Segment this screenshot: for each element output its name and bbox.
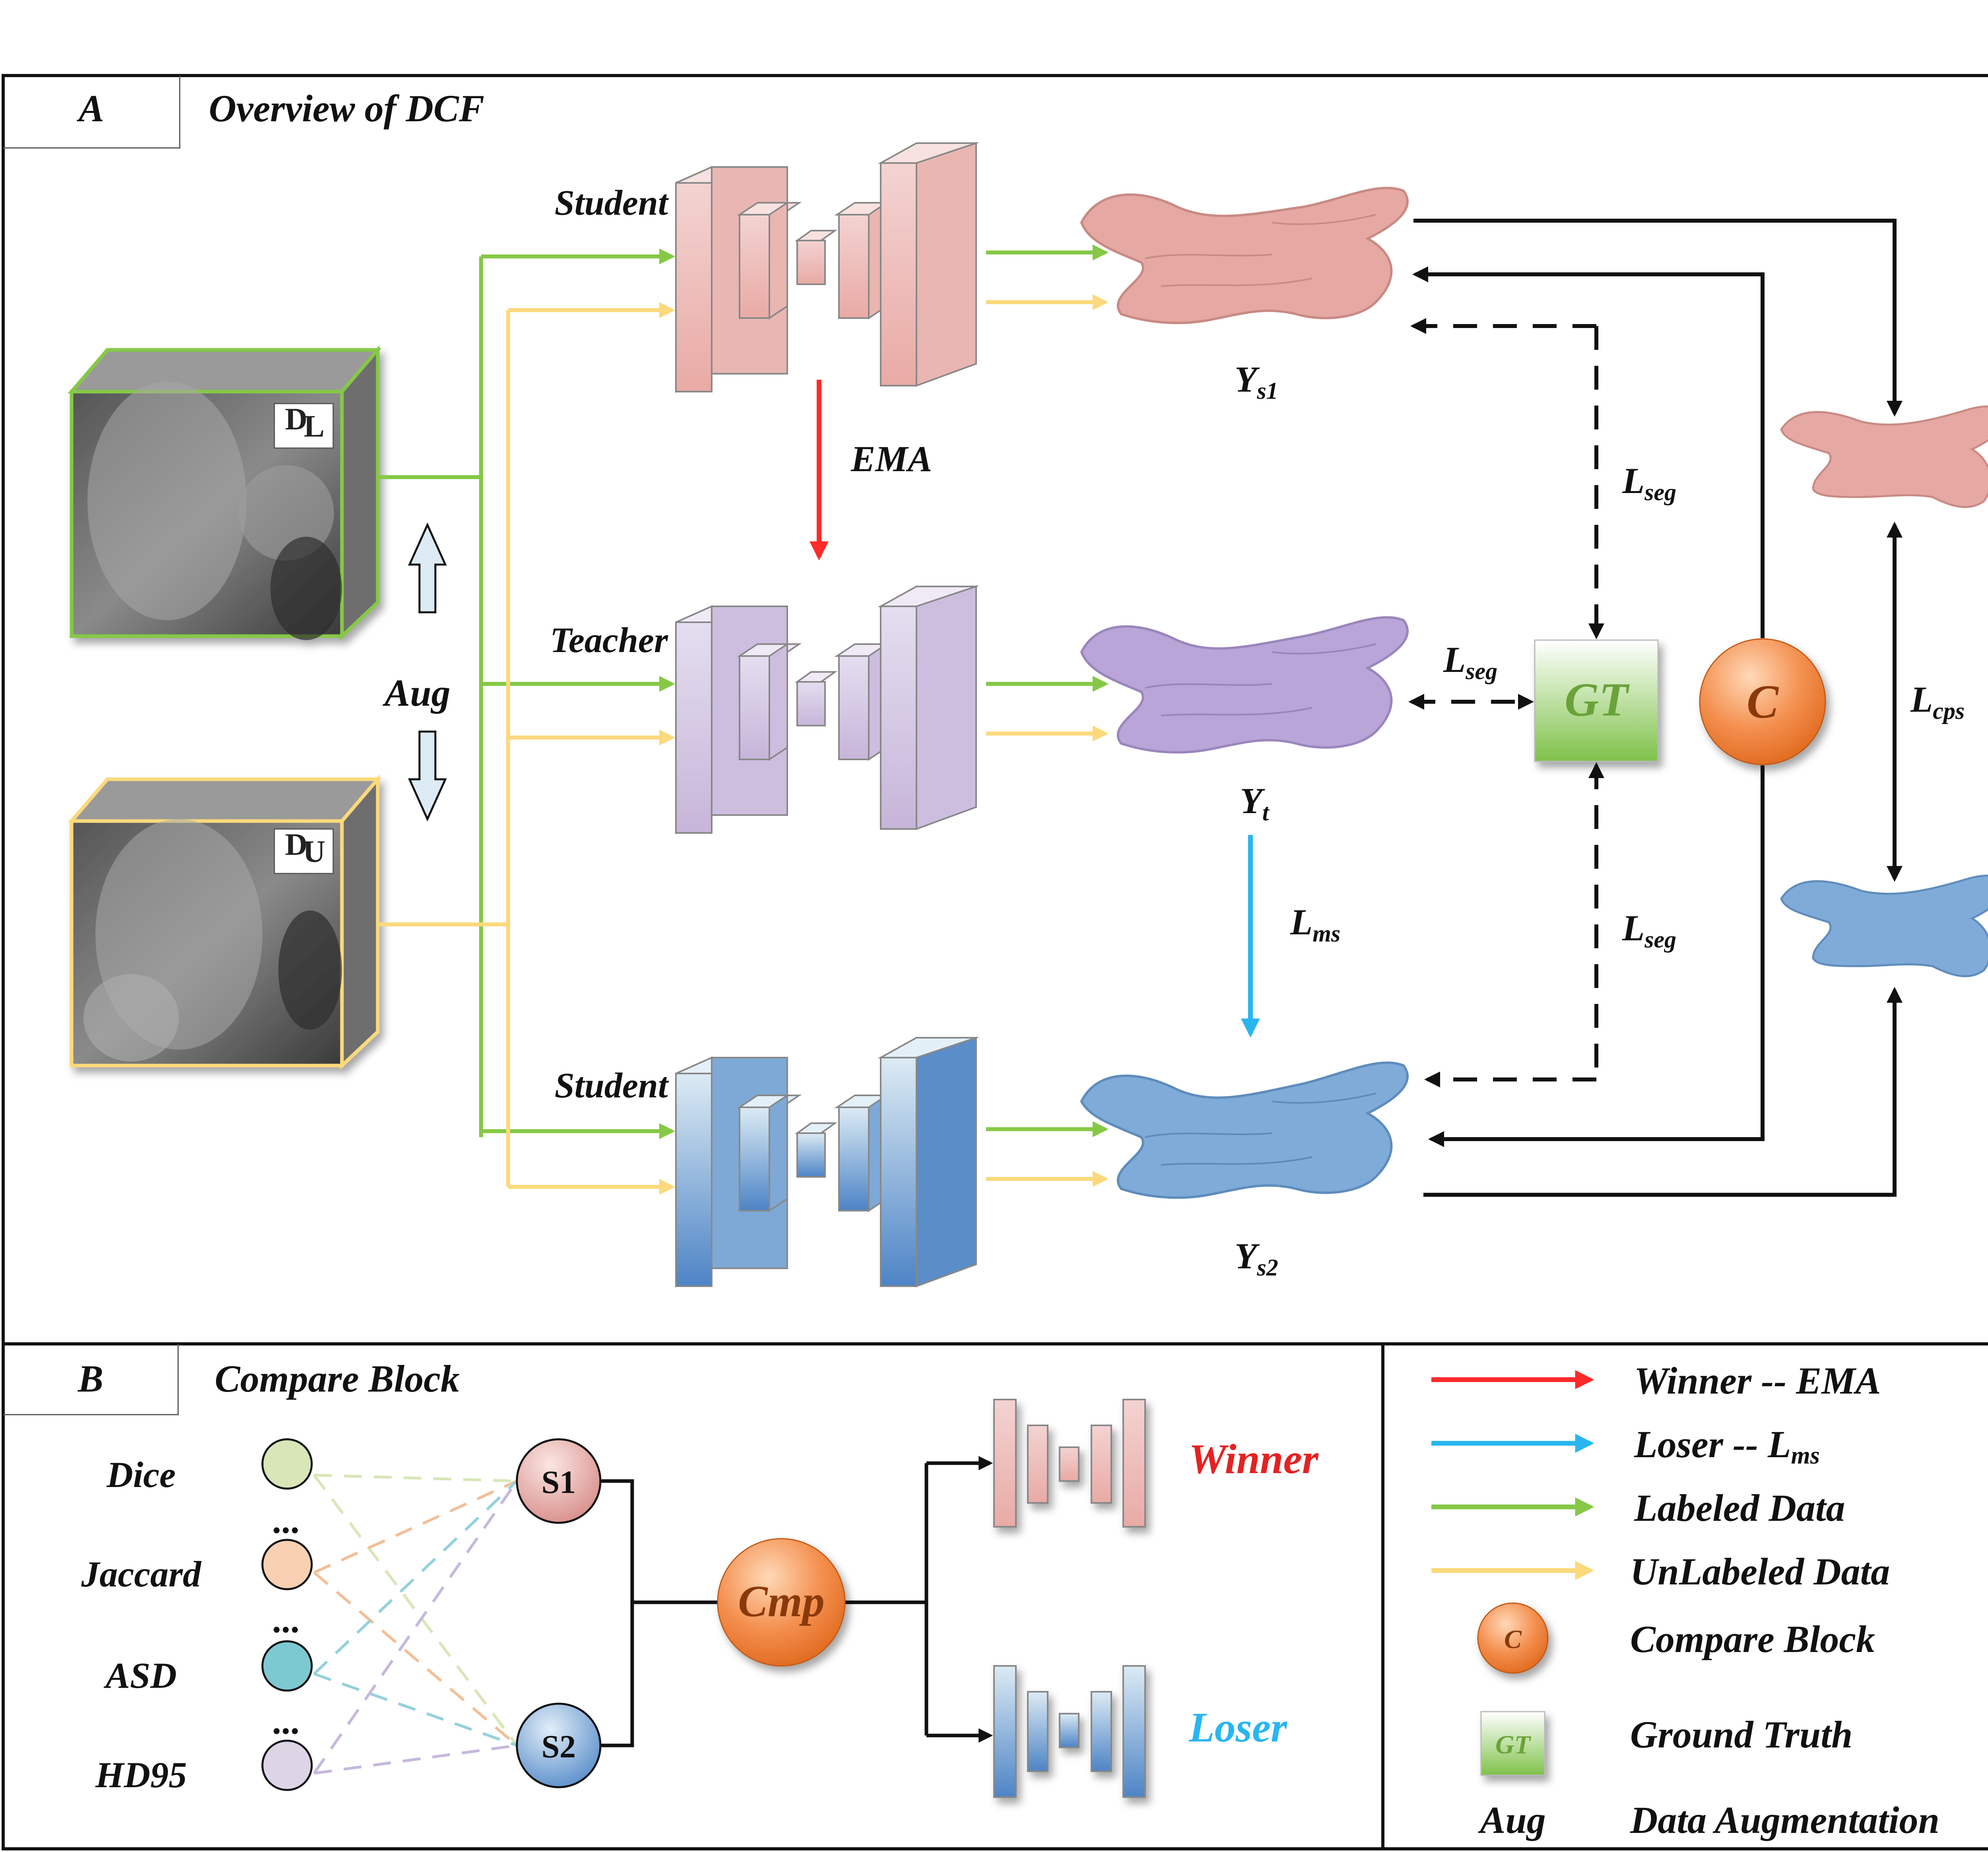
aug-label: Aug: [382, 672, 450, 714]
loss-seg-top: Lseg: [1622, 460, 1676, 505]
legend: Winner -- EMA Loser -- Lms Labeled Data …: [1431, 1359, 1939, 1841]
gt-box: [1534, 639, 1659, 762]
student-top-label: Student: [555, 183, 669, 223]
legend-compare-icon: [1477, 1602, 1549, 1674]
legend-gt-icon: [1480, 1711, 1545, 1776]
output-yt: Yt: [1240, 780, 1270, 825]
panel-b-letter-box: [3, 1344, 179, 1415]
legend-compare-letter: C: [1504, 1625, 1522, 1654]
loss-seg-mid: Lseg: [1443, 639, 1497, 684]
loss-ms: Lms: [1290, 902, 1340, 947]
legend-gt-text: Ground Truth: [1630, 1713, 1852, 1756]
aug-down-arrow: [408, 730, 447, 822]
unlabeled-image-cube: [68, 774, 382, 1070]
outer-frame: [2, 74, 1988, 1850]
legend-label-ema: Winner -- EMA: [1634, 1359, 1881, 1402]
legend-label-labeled: Labeled Data: [1634, 1487, 1845, 1529]
output-ys1-base: Ys1: [1235, 359, 1278, 404]
cps-lines: [1412, 219, 1903, 1197]
legend-label-ms: Loser -- Lms: [1634, 1423, 1820, 1469]
metric-hd95: HD95: [95, 1755, 187, 1795]
output-shape-ys2: [1080, 1061, 1409, 1199]
unlabeled-image-tag-sub: U: [303, 834, 325, 869]
output-shape-yt: [1080, 616, 1409, 754]
teacher-network: [675, 585, 979, 835]
metric-dice: Dice: [106, 1454, 176, 1495]
labeled-data-lines: [378, 248, 675, 1139]
cps-shape-bottom: [1780, 874, 1988, 977]
metric-node-hd95: [261, 1739, 313, 1791]
panel-b-letter: B: [78, 1357, 103, 1400]
panel-a-title: Overview of DCF: [209, 87, 484, 130]
metric-node-dice: [261, 1438, 313, 1490]
ellipsis-2: ...: [274, 1600, 301, 1640]
compare-circle: [1699, 638, 1826, 765]
ellipsis-3: ...: [274, 1701, 301, 1741]
metric-node-jaccard: [261, 1539, 313, 1590]
loser-mini-network: [993, 1665, 1146, 1798]
loser-label: Loser: [1188, 1704, 1288, 1751]
teacher-label: Teacher: [550, 621, 668, 660]
aug-up-arrow: [408, 522, 447, 613]
gt-label: GT: [1565, 673, 1630, 726]
labeled-image-tag: D: [285, 402, 307, 436]
legend-aug-icon: Aug: [1478, 1799, 1545, 1841]
legend-aug-text: Data Augmentation: [1630, 1799, 1939, 1841]
unlabeled-image-tag: D: [285, 827, 307, 862]
student-network-bottom: [675, 1037, 979, 1288]
student-network-top: [675, 142, 979, 393]
legend-label-unlabeled: UnLabeled Data: [1630, 1550, 1890, 1593]
score-s2-label: S2: [542, 1728, 576, 1765]
ema-label: EMA: [850, 439, 932, 479]
network-output-arrows: [986, 245, 1109, 1187]
winner-mini-network: [993, 1399, 1146, 1528]
output-shape-ys1: [1080, 186, 1409, 324]
panel-a-letter: A: [77, 87, 104, 130]
panel-a-letter-box: [3, 76, 181, 149]
metric-node-asd: [261, 1640, 313, 1692]
metric-score-lines: [313, 1473, 518, 1775]
loss-seg-bottom: Lseg: [1622, 908, 1676, 953]
cps-shape-top: [1780, 405, 1988, 508]
score-s1-label: S1: [542, 1464, 576, 1500]
winner-label: Winner: [1189, 1436, 1319, 1482]
compare-label: C: [1747, 675, 1779, 728]
seg-loss-lines: [1408, 318, 1604, 1087]
legend-compare-text: Compare Block: [1630, 1618, 1875, 1660]
loss-cps: Lcps: [1910, 679, 1965, 724]
unlabeled-data-lines: [378, 302, 675, 1195]
cmp-circle: [717, 1538, 846, 1667]
cmp-label: Cmp: [738, 1577, 825, 1626]
output-ys2: Ys2: [1235, 1236, 1278, 1281]
legend-gt-letters: GT: [1495, 1730, 1532, 1759]
labeled-image-tag-sub: L: [304, 409, 324, 443]
panel-b-title: Compare Block: [215, 1357, 460, 1400]
metric-jaccard: Jaccard: [81, 1554, 202, 1594]
cmp-lines: [600, 1456, 993, 1747]
metric-asd: ASD: [104, 1655, 177, 1696]
labeled-image-cube: [68, 345, 382, 641]
ellipsis-1: ...: [274, 1500, 301, 1541]
student-bottom-label: Student: [555, 1066, 669, 1105]
